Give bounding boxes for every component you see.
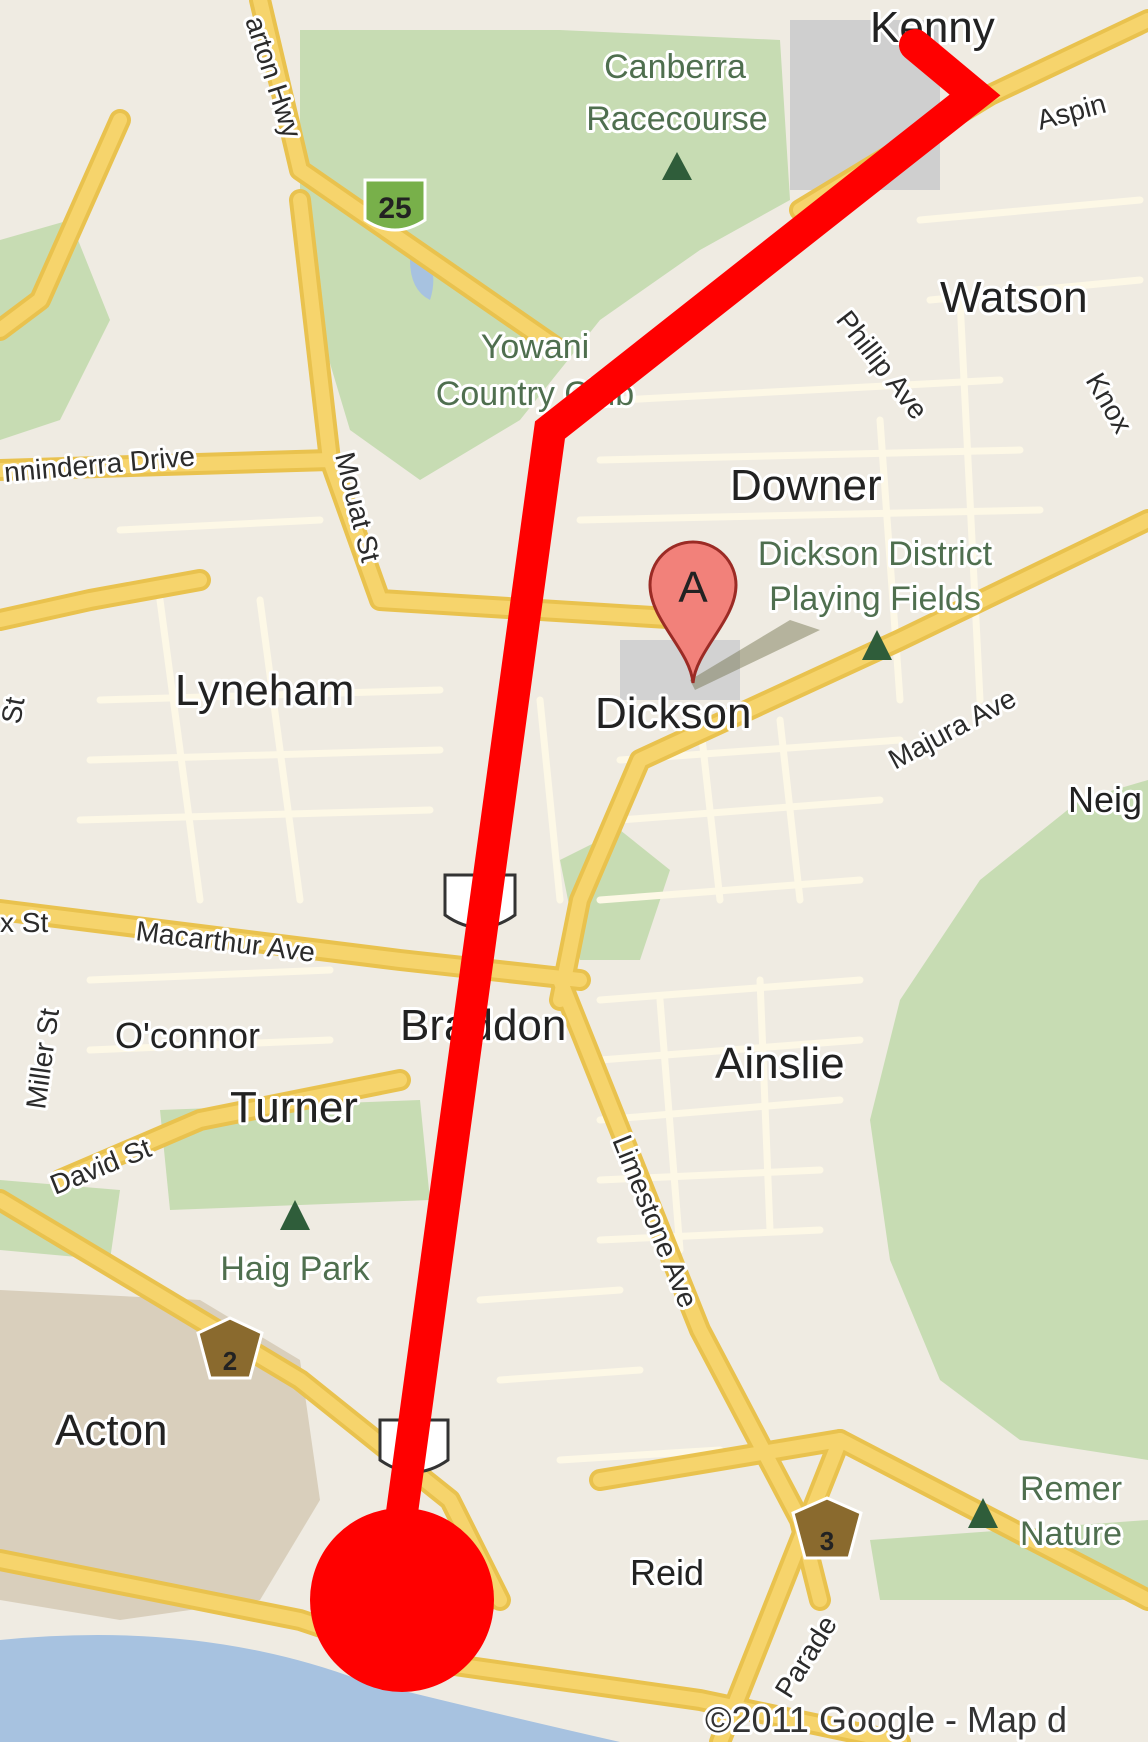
marker-shadow [690,620,820,690]
poi-dickson-fields-line1: Dickson District [758,535,993,573]
map-parks [0,30,1148,1600]
map-pin-icon [648,540,738,684]
tree-icon [862,630,892,660]
place-ainslie: Ainslie [715,1039,845,1088]
place-downer: Downer [730,461,882,510]
place-acton: Acton [55,1406,168,1455]
place-dickson: Dickson [595,689,752,738]
poi-remembrance-line2: Nature [1020,1515,1122,1553]
tree-icon [280,1200,310,1230]
poi-yowani-line1: Yowani [481,328,589,366]
route-3-label: 3 [820,1526,834,1556]
poi-haig-park: Haig Park [220,1250,370,1288]
route-3-shield: 3 [791,1496,863,1560]
place-braddon: Braddon [400,1001,566,1050]
place-lyneham: Lyneham [175,666,354,715]
poi-racecourse-line2: Racecourse [586,100,767,138]
marker-a[interactable]: A [648,540,820,690]
place-watson: Watson [940,273,1088,322]
minor-streets [76,196,1144,1464]
place-labels: Kenny Watson Downer Dickson Lyneham O'co… [52,0,1145,1596]
place-turner: Turner [230,1083,358,1132]
map-copyright: ©2011 Google - Map d [705,1699,1067,1740]
route-25-shield: 25 [363,178,427,232]
route-line [374,29,1001,1616]
place-reid: Reid [630,1552,704,1593]
place-oconnor: O'connor [115,1015,260,1056]
road-x-st: x St [0,907,48,938]
route-2-label: 2 [223,1346,237,1376]
tree-icon [662,152,692,180]
poi-racecourse-line1: Canberra [604,48,746,86]
place-neig: Neig [1068,779,1142,820]
route-25-label: 25 [378,192,411,225]
route-endpoint[interactable] [310,1508,494,1692]
poi-remembrance-line1: Remer [1020,1470,1122,1508]
marker-letter: A [678,563,708,612]
route-2-shield: 2 [196,1316,264,1380]
poi-dickson-fields-line2: Playing Fields [769,580,981,618]
tree-icon [968,1498,998,1528]
